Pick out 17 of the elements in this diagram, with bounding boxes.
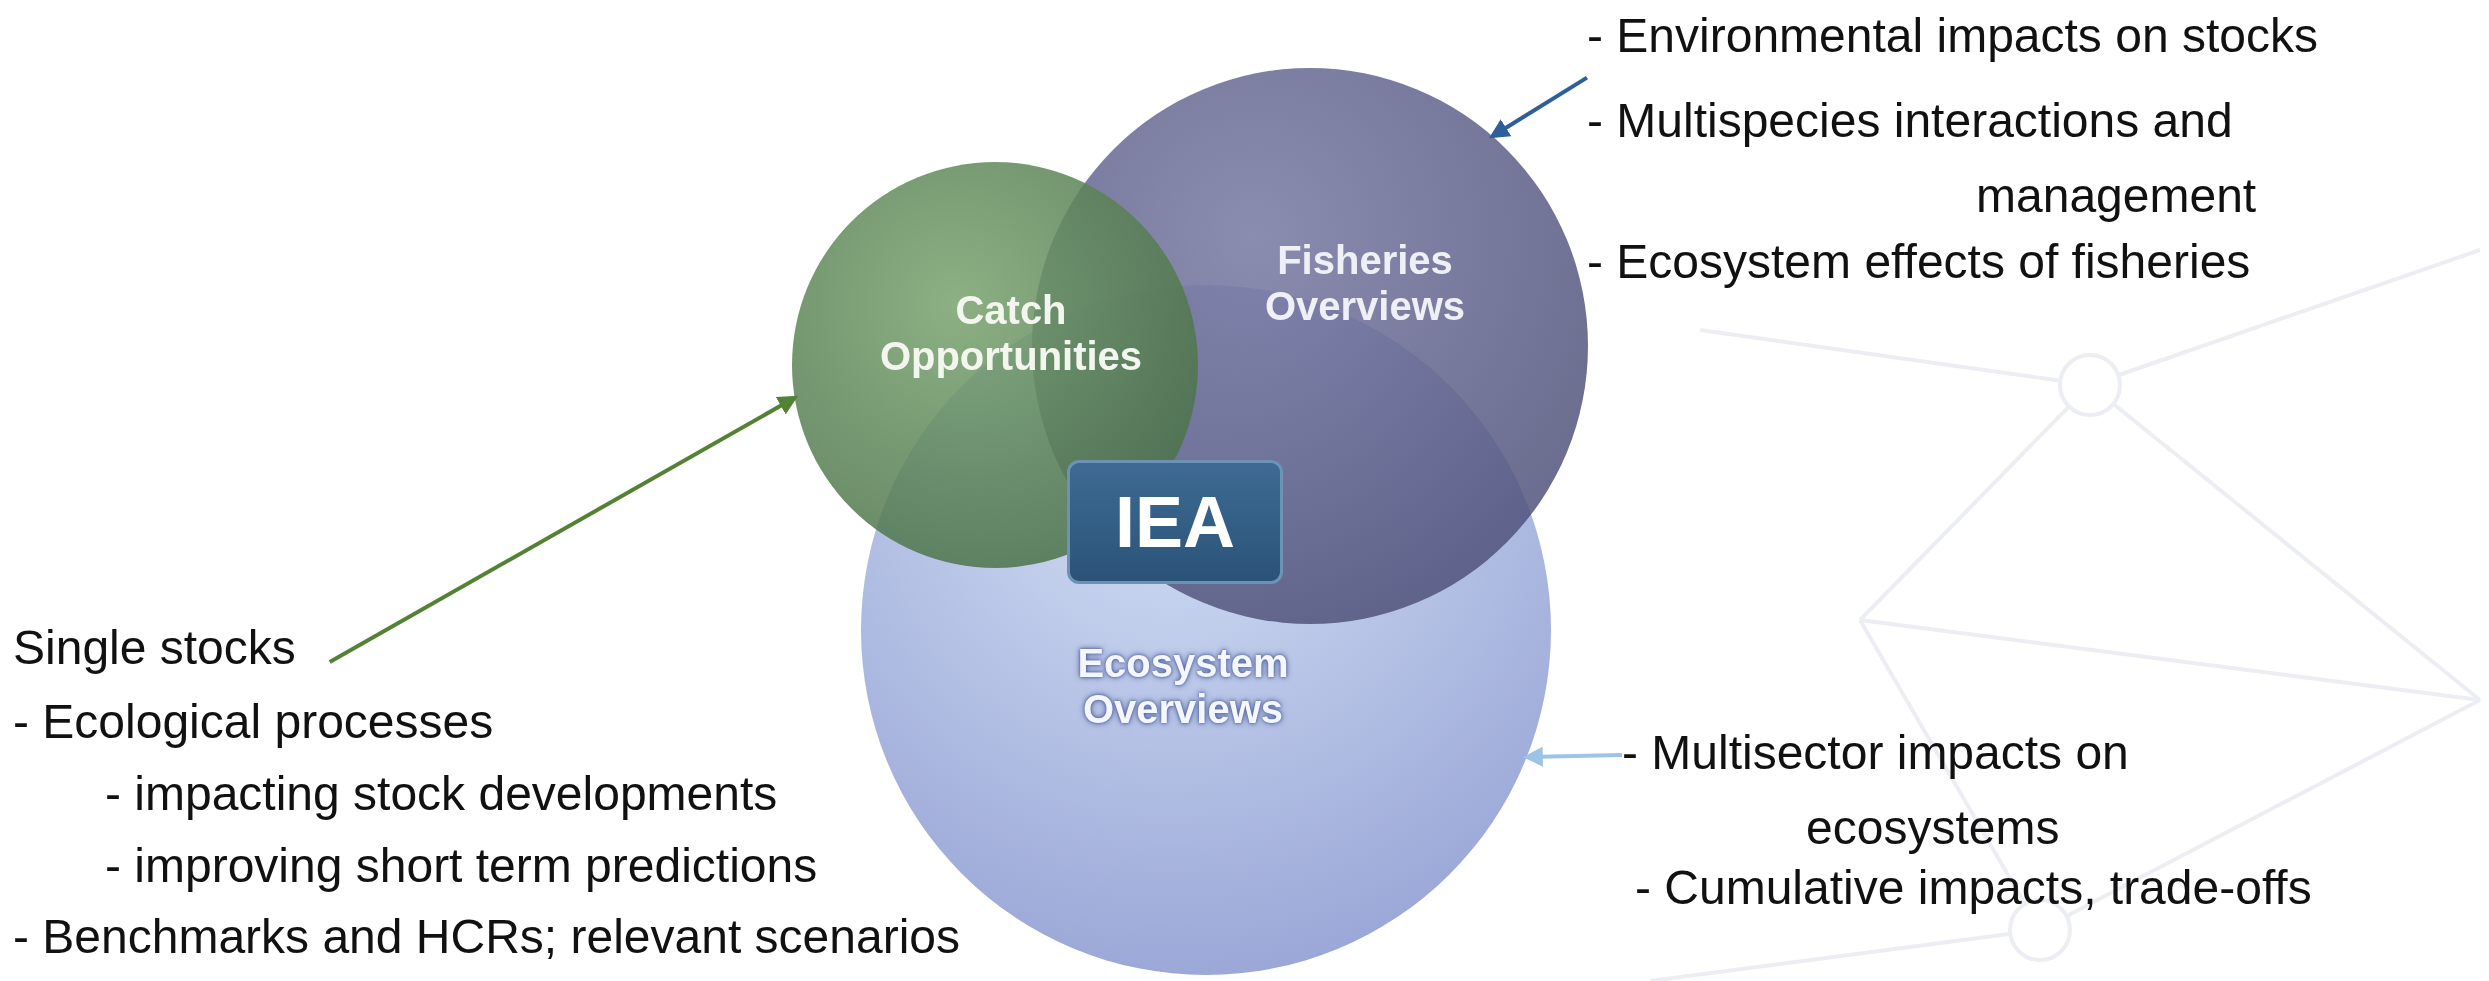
arrow	[1489, 75, 1589, 139]
bullet-text: - Environmental impacts on stocks	[1587, 8, 2318, 64]
heading-text: Single stocks	[13, 620, 296, 676]
bullet-text: - Benchmarks and HCRs; relevant scenarios	[13, 909, 961, 965]
bullet-text: - Ecosystem effects of fisheries	[1587, 234, 2251, 290]
circle-label: Ecosystem Overviews	[1076, 640, 1290, 732]
center-label-box: IEA	[1067, 460, 1283, 584]
bullet-text: - Multisector impacts on ecosystems	[1622, 725, 2130, 856]
bullet-text: - improving short term predictions	[105, 838, 818, 894]
bullet-text: - impacting stock developments	[105, 766, 778, 822]
bullet-text: - Ecological processes	[13, 694, 494, 750]
bullet-text: - Cumulative impacts, trade-offs	[1635, 860, 2312, 916]
bullet-text: - Multispecies interactions and management	[1587, 93, 2258, 224]
arrow	[328, 395, 799, 664]
arrow	[1522, 746, 1623, 767]
circle-label: Catch Opportunities	[878, 287, 1144, 379]
circle-label: Fisheries Overviews	[1263, 237, 1467, 329]
